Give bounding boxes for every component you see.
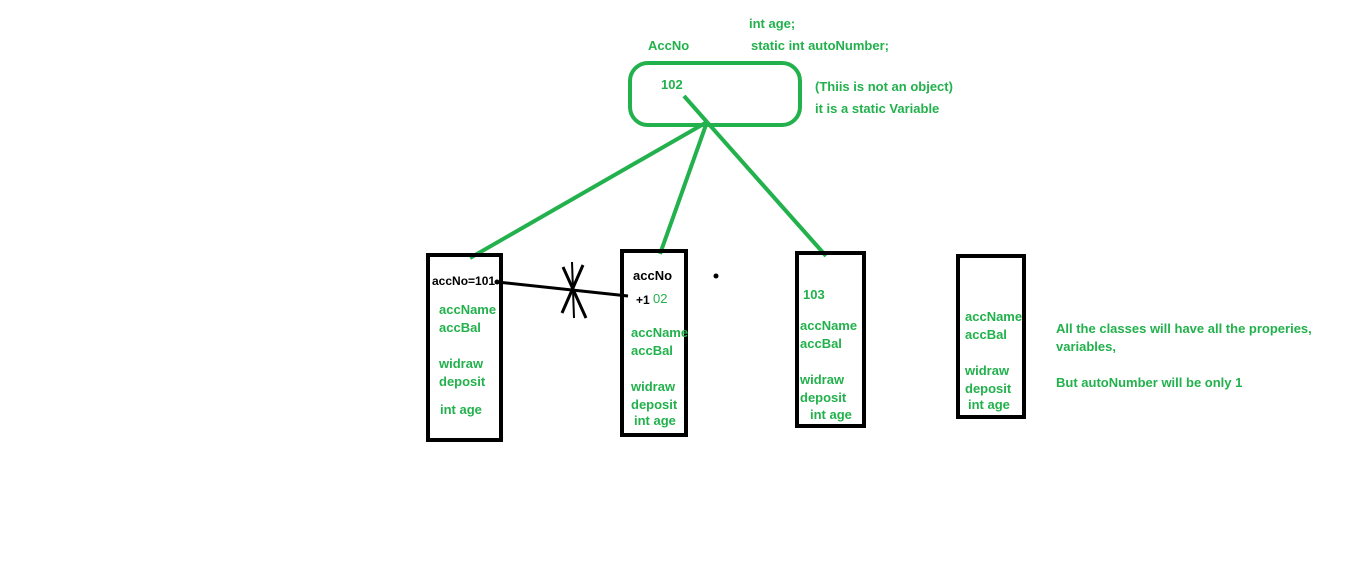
- side-note-line-2: variables,: [1056, 339, 1116, 354]
- object-1-method-1: widraw: [439, 356, 484, 371]
- object-3-field-2: accBal: [800, 336, 842, 351]
- object-2-extra: int age: [634, 413, 676, 428]
- object-1-field-1: accName: [439, 302, 497, 317]
- object-2-method-1: widraw: [631, 379, 676, 394]
- object-3-extra: int age: [810, 407, 852, 422]
- static-note-line-1: (Thiis is not an object): [815, 79, 953, 94]
- object-2-value: 02: [653, 291, 668, 306]
- side-note-line-3: But autoNumber will be only 1: [1056, 375, 1243, 390]
- static-box-pointer-line: [682, 94, 709, 124]
- object-1-method-2: deposit: [439, 374, 486, 389]
- connector-to-object-3: [705, 120, 828, 258]
- object-4-field-1: accName: [965, 309, 1023, 324]
- static-note-line-2: it is a static Variable: [815, 101, 940, 116]
- static-variable-box: [628, 61, 802, 127]
- declaration-line-1: int age;: [749, 16, 796, 31]
- object-1-accno: accNo=101: [432, 274, 496, 288]
- cross-mark-stroke-3: [571, 261, 575, 319]
- object-2-field-2: accBal: [631, 343, 673, 358]
- static-box-name-label: AccNo: [648, 38, 690, 53]
- object-box-3: [795, 251, 866, 428]
- stray-dot: [713, 273, 719, 279]
- object-3-method-1: widraw: [800, 372, 845, 387]
- declaration-line-2: static int autoNumber;: [751, 38, 889, 53]
- object-2-increment: +1: [636, 293, 650, 307]
- connector-to-object-1: [469, 120, 708, 260]
- object-1-extra: int age: [440, 402, 482, 417]
- object-3-value: 103: [803, 287, 825, 302]
- object-4-method-1: widraw: [965, 363, 1010, 378]
- object-3-method-2: deposit: [800, 390, 847, 405]
- side-note-line-1: All the classes will have all the proper…: [1056, 321, 1312, 336]
- object-3-field-1: accName: [800, 318, 858, 333]
- object-box-4: [956, 254, 1026, 419]
- object-2-method-2: deposit: [631, 397, 678, 412]
- object-4-extra: int age: [968, 397, 1010, 412]
- object-box-1: [426, 253, 503, 442]
- link-start-dot: [494, 279, 500, 285]
- object-2-field-1: accName: [631, 325, 689, 340]
- object-2-accno: accNo: [633, 268, 673, 283]
- object-4-method-2: deposit: [965, 381, 1012, 396]
- static-box-value: 102: [661, 77, 683, 92]
- connector-to-object-2: [658, 121, 709, 255]
- object-4-field-2: accBal: [965, 327, 1007, 342]
- object-1-field-2: accBal: [439, 320, 481, 335]
- object-box-2: [620, 249, 688, 437]
- increment-link-line: [496, 280, 629, 298]
- cross-mark-stroke-1: [561, 266, 588, 319]
